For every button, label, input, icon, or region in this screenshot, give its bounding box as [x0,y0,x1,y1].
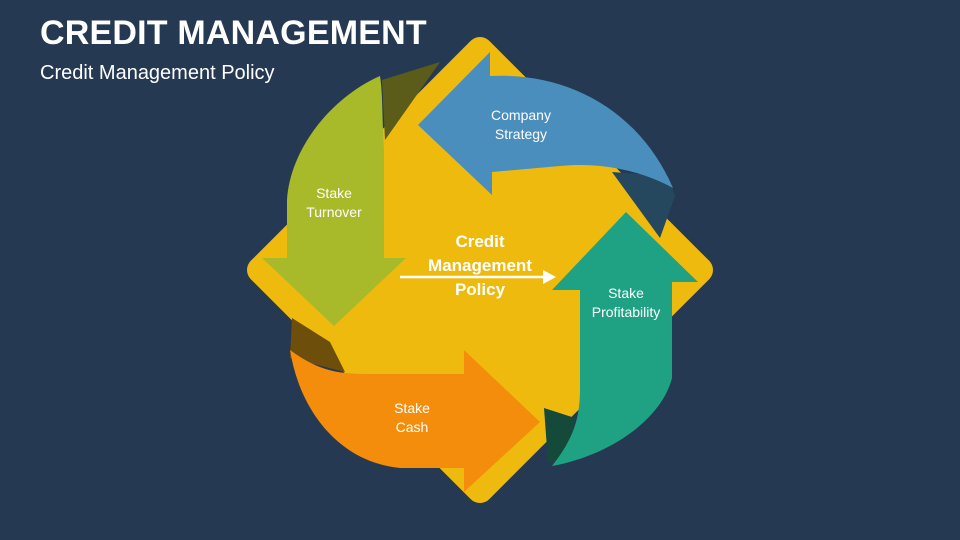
fold-top-left [382,62,440,140]
stake-profitability-arrow [552,212,698,466]
stake-cash-label: Stake Cash [394,400,430,435]
company-strategy-label: Company Strategy [491,107,551,142]
stake-turnover-label: Stake Turnover [306,185,362,220]
company-strategy-arrow [418,52,673,195]
stake-profitability-label: Stake Profitability [591,285,661,320]
center-arrow-head [543,270,556,284]
stake-turnover-arrow [262,76,406,326]
slide-subtitle: Credit Management Policy [40,62,275,84]
slide-title: CREDIT MANAGEMENT [40,14,427,52]
stake-cash-arrow [290,350,540,492]
center-policy-label: Credit Management Policy [428,232,532,299]
fold-left-bottom [290,318,345,372]
fold-right-top [612,172,675,238]
